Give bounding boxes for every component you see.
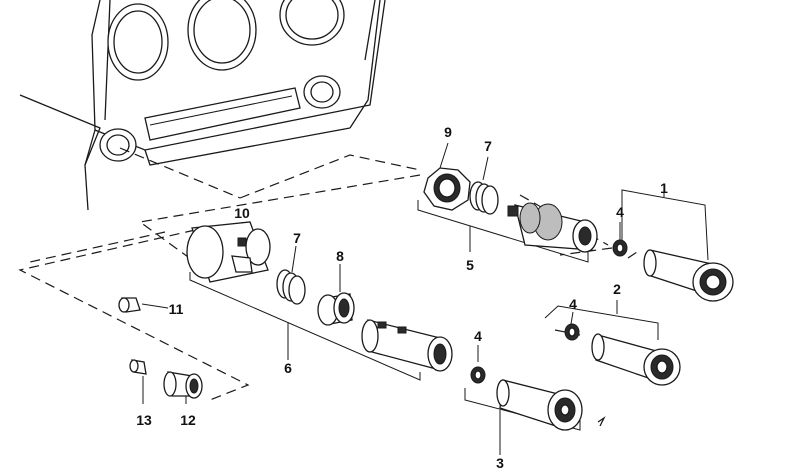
bulb-part-11 (118, 297, 141, 313)
callout-7-bottom: 7 (293, 230, 301, 246)
dashboard-panel (19, 0, 386, 211)
knob-left (99, 128, 137, 162)
callout-8: 8 (336, 248, 344, 264)
gauge-right (279, 0, 345, 46)
callout-4-middle: 4 (569, 296, 577, 312)
socket-body-top (507, 202, 598, 253)
socket-part-12 (163, 371, 203, 399)
lighter-part-2 (591, 333, 681, 386)
callout-13: 13 (136, 412, 152, 428)
callout-2: 2 (613, 281, 621, 297)
fragment-mark (597, 416, 606, 427)
callout-11: 11 (168, 301, 184, 317)
callout-6: 6 (284, 360, 292, 376)
assembly-dashed-lines (18, 147, 641, 401)
knurled-nut-part-9 (423, 167, 471, 211)
bulb-part-13 (129, 359, 147, 375)
gauge-left (107, 3, 169, 81)
callout-12: 12 (180, 412, 196, 428)
washer-part-4-bottom (470, 366, 486, 384)
ring-part-8 (317, 292, 355, 326)
spring-part-7-top (469, 181, 499, 215)
spring-part-7-bottom (276, 269, 306, 305)
washer-part-4-top (612, 239, 628, 257)
gauge-center (187, 0, 257, 71)
callout-4-top: 4 (616, 204, 624, 220)
washer-part-4-middle (564, 323, 580, 341)
callout-3: 3 (496, 455, 504, 471)
knob-right (303, 75, 341, 109)
callout-10: 10 (234, 205, 250, 221)
callout-5: 5 (466, 257, 474, 273)
lighter-part-1 (643, 249, 734, 302)
lighter-part-3 (496, 379, 583, 431)
callout-4-bottom: 4 (474, 328, 482, 344)
socket-body-part-6 (361, 319, 453, 372)
callout-1: 1 (660, 180, 668, 196)
callout-7-top: 7 (484, 138, 492, 154)
housing-part-10 (186, 221, 271, 283)
callout-9: 9 (444, 124, 452, 140)
